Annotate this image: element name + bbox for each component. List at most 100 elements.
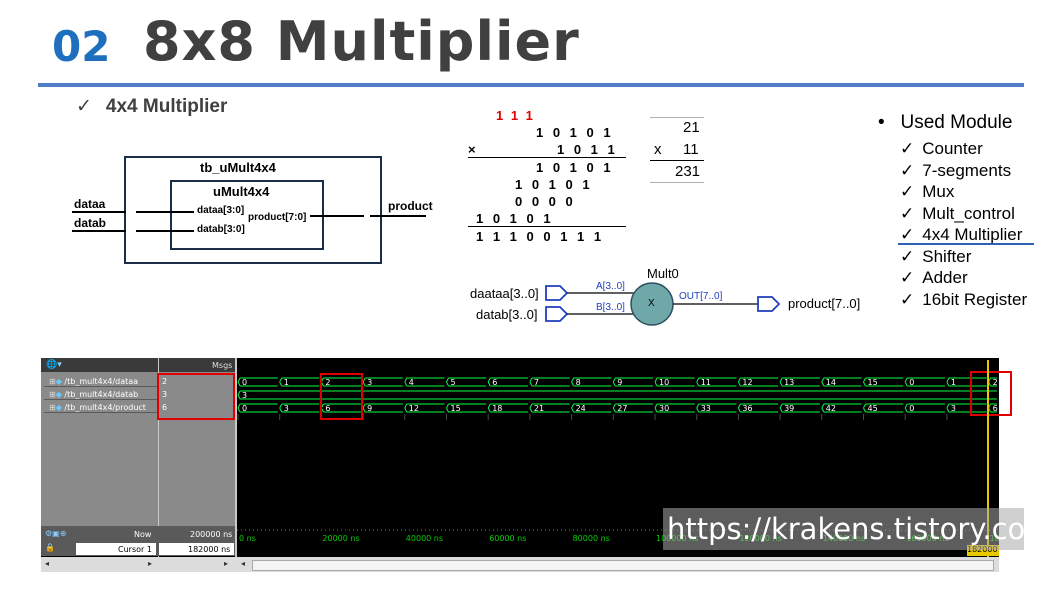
dec-multiplicand: 21 (683, 119, 700, 136)
cursor-value: 182000 ns (188, 545, 231, 554)
multiply-sign: × (468, 142, 476, 157)
wave-value-label: 6 (993, 404, 998, 413)
time-toolbar-icons[interactable]: ⚙▣⊕ (45, 529, 67, 538)
wave-value-label: 3 (242, 391, 247, 400)
wave-segment (320, 377, 362, 387)
wave-segment (237, 390, 997, 400)
pane-divider-2[interactable] (235, 358, 237, 572)
wave-value-label: 24 (576, 404, 586, 413)
module-item-label: Shifter (922, 246, 972, 266)
highlight-box-wave-end (970, 371, 1012, 416)
multiplicand-row: 1 0 1 0 1 (536, 125, 611, 140)
partial-2: 1 0 1 0 1 (515, 177, 590, 192)
signal-row-dataa[interactable]: ⊞◆ /tb_mult4x4/dataa (49, 377, 139, 386)
wave-segment (446, 403, 487, 413)
carry-bits: 1 1 1 (496, 108, 533, 123)
dec-multiplier: 11 (683, 141, 699, 158)
title-divider (38, 83, 1024, 87)
module-item: ✓Counter (900, 138, 1027, 160)
signal-value-product: 6 (162, 403, 168, 412)
cursor-line[interactable] (987, 360, 989, 570)
signal-value-dataa: 2 (162, 377, 168, 386)
product-bits: 1 1 1 0 0 1 1 1 (476, 229, 602, 244)
wave-scroll-thumb[interactable] (252, 560, 994, 571)
wire-product-int (310, 215, 364, 217)
wave-value-label: 5 (451, 378, 456, 387)
wave-segment (654, 377, 695, 387)
wave-segment (487, 403, 528, 413)
module-item-label: 7-segments (922, 160, 1012, 180)
slide-title: 8x8 Multiplier (143, 10, 580, 73)
wave-value-label: 4 (409, 378, 414, 387)
pane-divider-1[interactable] (158, 358, 159, 572)
wire-product-ext (370, 215, 426, 217)
wave-value-label: 6 (492, 378, 497, 387)
wave-datab: 3 (237, 390, 997, 400)
partial-3: 0 0 0 0 (515, 194, 573, 209)
module-item-label: Mult_control (922, 203, 1015, 223)
scroll-right-icon[interactable]: ▸ (224, 559, 229, 568)
wire-datab-int (136, 230, 194, 232)
wave-segment (779, 377, 820, 387)
arith-line-1 (468, 157, 626, 158)
wave-segment (404, 377, 445, 387)
wave-segment (821, 403, 862, 413)
wave-segment (946, 403, 987, 413)
mult0-port-out: OUT[7..0] (679, 291, 723, 302)
wave-segment (571, 403, 612, 413)
wave-segment (362, 377, 403, 387)
wave-segment (404, 403, 445, 413)
dec-line-bot (650, 182, 704, 183)
scroll-left-icon[interactable]: ◂ (241, 559, 246, 568)
wave-value-label: 36 (742, 404, 752, 413)
wave-segment (654, 403, 695, 413)
wave-value-label: 1 (284, 378, 289, 387)
pane-header (41, 358, 235, 372)
check-icon: ✓ (76, 96, 92, 117)
wave-segment (904, 377, 945, 387)
wire-dataa-int (136, 211, 194, 213)
slide-number: 02 (52, 22, 111, 71)
partial-4: 1 0 1 0 1 (476, 211, 551, 226)
scroll-left-icon[interactable]: ◂ (45, 559, 50, 568)
module-item: ✓Shifter (900, 246, 1027, 268)
wave-value-label: 7 (534, 378, 539, 387)
wave-value-label: 33 (701, 404, 711, 413)
signal-row-product[interactable]: ⊞◆ /tb_mult4x4/product (49, 403, 146, 412)
arith-line-2 (468, 226, 626, 227)
cursor-label: Cursor 1 (118, 545, 152, 554)
wave-segment (612, 403, 653, 413)
wave-value-label: 8 (576, 378, 581, 387)
scroll-right-icon[interactable]: ▸ (148, 559, 153, 568)
section-subtitle: ✓4x4 Multiplier (76, 95, 227, 118)
cursor-name-field[interactable] (76, 543, 156, 555)
toolbar-globe-icon[interactable]: 🌐▾ (46, 359, 62, 369)
signal-name: /tb_mult4x4/product (64, 403, 146, 412)
wave-segment (362, 403, 403, 413)
wave-segment (779, 403, 820, 413)
port-product: product[7:0] (248, 212, 307, 223)
time-tick-label: 0 ns (239, 534, 256, 543)
umult-block-title: uMult4x4 (213, 184, 270, 199)
wave-value-label: 2 (993, 378, 998, 387)
module-item: ✓Adder (900, 267, 1027, 289)
cursor-lock-icon[interactable]: 🔒 (45, 543, 55, 552)
wave-segment (863, 377, 904, 387)
dec-times: x (654, 141, 662, 158)
signal-value-datab: 3 (162, 390, 168, 399)
port-datab: datab[3:0] (197, 224, 245, 235)
check-icon: ✓ (900, 289, 915, 309)
wave-segment (320, 403, 362, 413)
wave-value-label: 39 (784, 404, 794, 413)
time-tick-label: 20000 ns (322, 534, 359, 543)
module-item-label: Adder (922, 268, 968, 287)
cursor-value-field[interactable] (159, 543, 234, 555)
wave-value-label: 12 (742, 378, 752, 387)
wave-value-label: 12 (409, 404, 419, 413)
bullet-icon: • (878, 112, 885, 133)
module-item: ✓16bit Register (900, 289, 1027, 311)
wave-segment (612, 377, 653, 387)
signal-row-datab[interactable]: ⊞◆ /tb_mult4x4/datab (49, 390, 139, 399)
wave-segment (821, 377, 862, 387)
